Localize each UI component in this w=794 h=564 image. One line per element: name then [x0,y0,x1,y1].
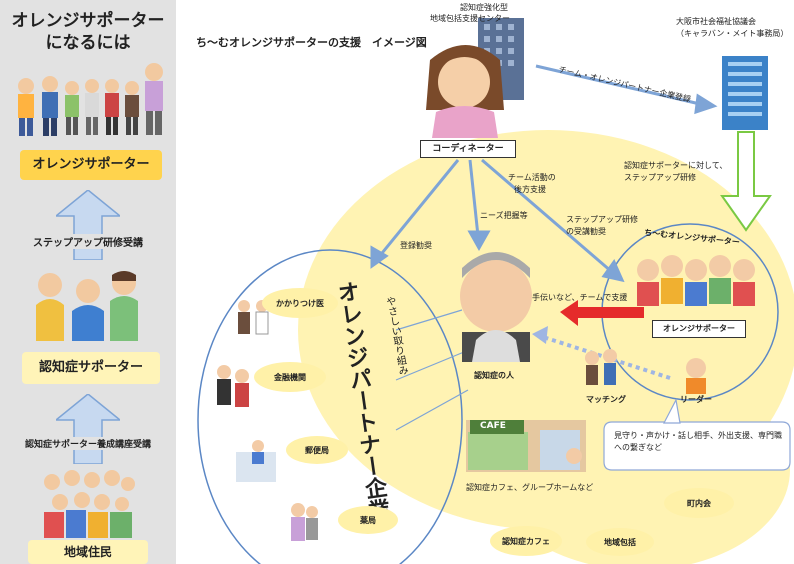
crowd-image [44,470,135,538]
stepup-for-line2: ステップアップ研修 [624,173,696,182]
clinic-label: かかりつけ医 [275,298,325,308]
bank-image [217,365,249,407]
person-label: 認知症の人 [474,371,514,380]
coordinator-image [426,45,504,138]
pharmacy-label: 薬局 [360,515,376,525]
sidebar-title-line1: オレンジサポーター [11,11,165,31]
chiiki-label: 地域包括 [604,537,636,547]
diagram-canvas [197,18,794,564]
group-people-top-image [18,63,163,136]
stepup-course-label: ステップアップ研修受講 [13,234,163,249]
diagram-title: ち〜むオレンジサポーターの支援 イメージ図 [196,36,427,49]
council-line2: （キャラバン・メイト事務局） [676,29,789,38]
needs-label: ニーズ把握等 [480,211,528,220]
leader-label: リーダー [680,395,712,404]
sidebar-title-line2: になるには [45,33,131,53]
up-arrow-icon [56,394,120,464]
clinic-bubble: かかりつけ医 [262,288,338,318]
team-support-line1: チーム活動の [508,173,556,182]
coordinator-label: コーディネーター [420,140,516,158]
cafe-small-bubble: 認知症カフェ [490,526,562,556]
pharmacy-bubble: 薬局 [338,506,398,534]
partner-circle [197,249,463,564]
center-org-line1: 認知症強化型 [460,3,508,12]
training-course-label: 認知症サポーター養成講座受講 [8,437,168,450]
post-bubble: 郵便局 [286,436,348,464]
cafe-small-label: 認知症カフェ [502,536,550,546]
activities-label: 見守り・声かけ・話し相手、外出支援、専門職への繋ぎなど [614,431,782,452]
chonaikai-label: 町内会 [687,498,711,508]
dementia-supporter-box: 認知症サポーター [22,352,160,384]
chiiki-bubble: 地域包括 [586,528,654,556]
activities-bubble [603,421,791,471]
council-line1: 大阪市社会福祉協議会 [676,17,756,26]
orange-supporter-badge: オレンジサポーター [652,320,746,338]
help-support-label: 手伝いなど、チームで支援 [532,293,628,302]
support-arrow [560,300,644,326]
stepup-for-line1: 認知症サポーターに対して、 [624,161,728,170]
team-support-line2: 後方支援 [514,185,546,194]
center-org-line2: 地域包括支援センター [430,14,510,23]
bank-bubble: 金融機関 [254,362,326,392]
left-panel: オレンジサポーター になるには オレンジサポーター ステップアップ研修受講 認知… [0,0,176,564]
group-people-mid-image [36,271,138,341]
cafe-sign: CAFE [480,421,506,431]
post-label: 郵便局 [305,445,329,455]
orange-supporter-box: オレンジサポーター [20,150,162,180]
pharmacy-image [291,503,318,541]
cafe-image [466,420,586,472]
cafe-caption: 認知症カフェ、グループホームなど [466,483,594,492]
bank-label: 金融機関 [274,372,306,382]
chonaikai-bubble: 町内会 [664,488,734,518]
post-office-image [236,440,276,482]
council-building-image [722,56,768,130]
up-arrow-icon [56,190,120,260]
stepup-enc-line1: ステップアップ研修 [566,215,638,224]
matching-image [585,349,617,385]
residents-box: 地域住民 [28,540,148,564]
team-orange-image [637,255,755,306]
leader-image [686,358,706,394]
person-image [460,252,532,362]
registration-label: 登録勧奨 [400,241,432,250]
matching-label: マッチング [586,395,626,404]
stepup-enc-line2: の受講勧奨 [566,227,606,236]
